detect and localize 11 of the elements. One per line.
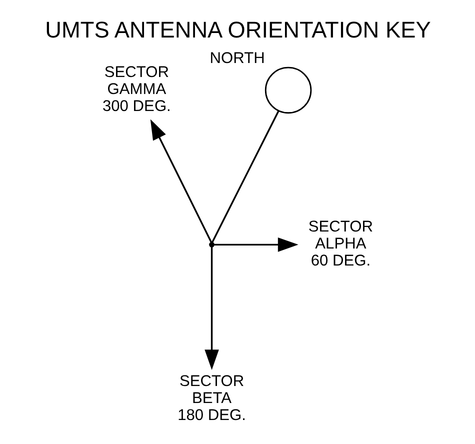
arrow [150, 119, 212, 243]
node-text: SECTOR BETA 180 DEG. [177, 373, 246, 424]
node-circle [264, 66, 312, 114]
node-point [208, 242, 214, 248]
node-label: NORTH [209, 50, 264, 68]
connector [211, 110, 279, 243]
arrow [204, 247, 218, 370]
node-text: SECTOR GAMMA 300 DEG. [102, 64, 170, 116]
node-text: SECTOR ALPHA 60 DEG. [308, 218, 373, 270]
diagram-title: UMTS ANTENNA ORIENTATION KEY [44, 16, 430, 43]
arrow [214, 238, 298, 252]
